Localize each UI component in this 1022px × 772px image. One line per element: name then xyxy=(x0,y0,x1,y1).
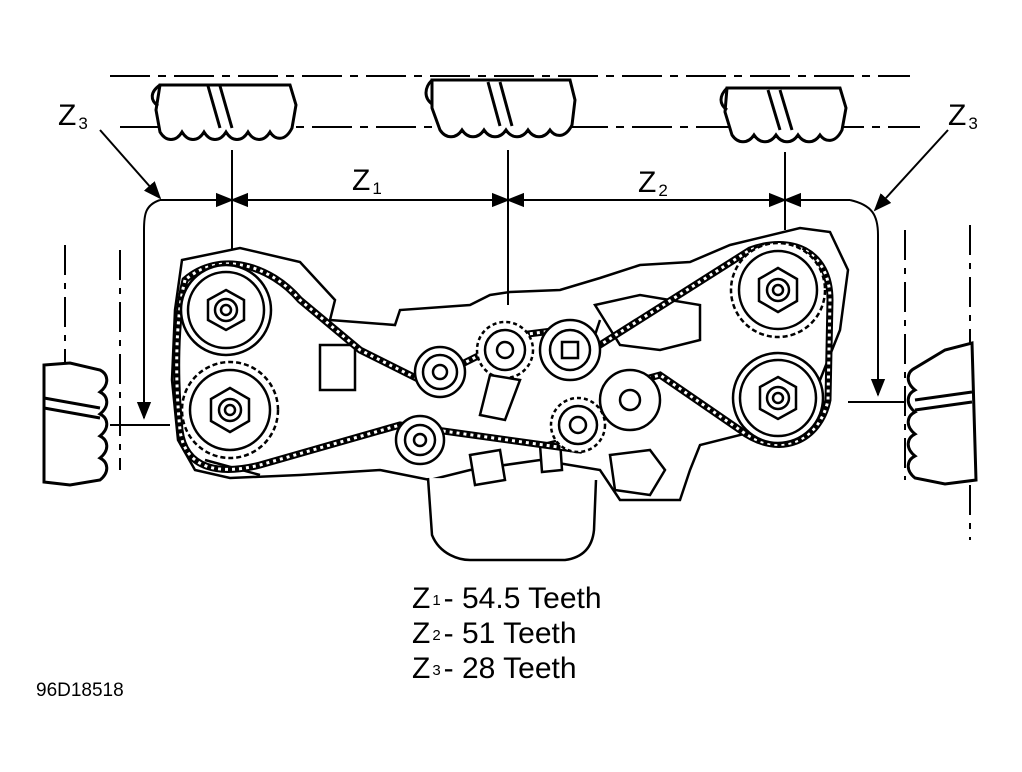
crank-sprocket-upper xyxy=(475,320,535,422)
legend-text: - 28 Teeth xyxy=(443,652,577,685)
legend-symbol: Z xyxy=(412,617,431,650)
crank-sprocket xyxy=(549,396,607,454)
cam-sprocket-right-lower xyxy=(731,351,825,445)
label-z1-sub: 1 xyxy=(372,179,382,198)
belt-section-top-center xyxy=(424,78,577,139)
belt-section-top-left xyxy=(150,83,298,141)
label-z3-left-letter: Z xyxy=(58,99,77,132)
label-z3-left-sub: 3 xyxy=(78,114,88,133)
belt-section-left xyxy=(42,361,109,487)
idler-pulley-bottom xyxy=(394,414,446,466)
tensioner-pulley xyxy=(538,318,602,382)
label-z2-letter: Z xyxy=(638,166,657,199)
cam-sprocket-left-upper xyxy=(179,263,273,357)
label-z3-right-sub: 3 xyxy=(968,114,978,133)
label-z2-sub: 2 xyxy=(658,181,668,200)
legend-sub: 1 xyxy=(432,592,441,609)
timing-belt xyxy=(173,240,834,473)
belt-section-top-right xyxy=(719,86,848,144)
legend-sub: 2 xyxy=(432,627,441,644)
measurement-lines xyxy=(99,129,949,426)
legend-text: - 54.5 Teeth xyxy=(443,582,602,615)
legend-symbol: Z xyxy=(412,652,431,685)
cam-sprocket-left-lower xyxy=(180,360,280,460)
legend-text: - 51 Teeth xyxy=(443,617,577,650)
legend-sub: 3 xyxy=(432,662,441,679)
cam-sprocket-right-upper xyxy=(729,241,827,339)
legend-symbol: Z xyxy=(412,582,431,615)
figure-code: 96D18518 xyxy=(36,680,124,701)
belt-section-right xyxy=(906,341,978,486)
idler-pulley-right xyxy=(598,368,662,432)
idler-pulley-left xyxy=(413,345,467,399)
label-z3-right-letter: Z xyxy=(948,99,967,132)
label-z1-letter: Z xyxy=(352,164,371,197)
